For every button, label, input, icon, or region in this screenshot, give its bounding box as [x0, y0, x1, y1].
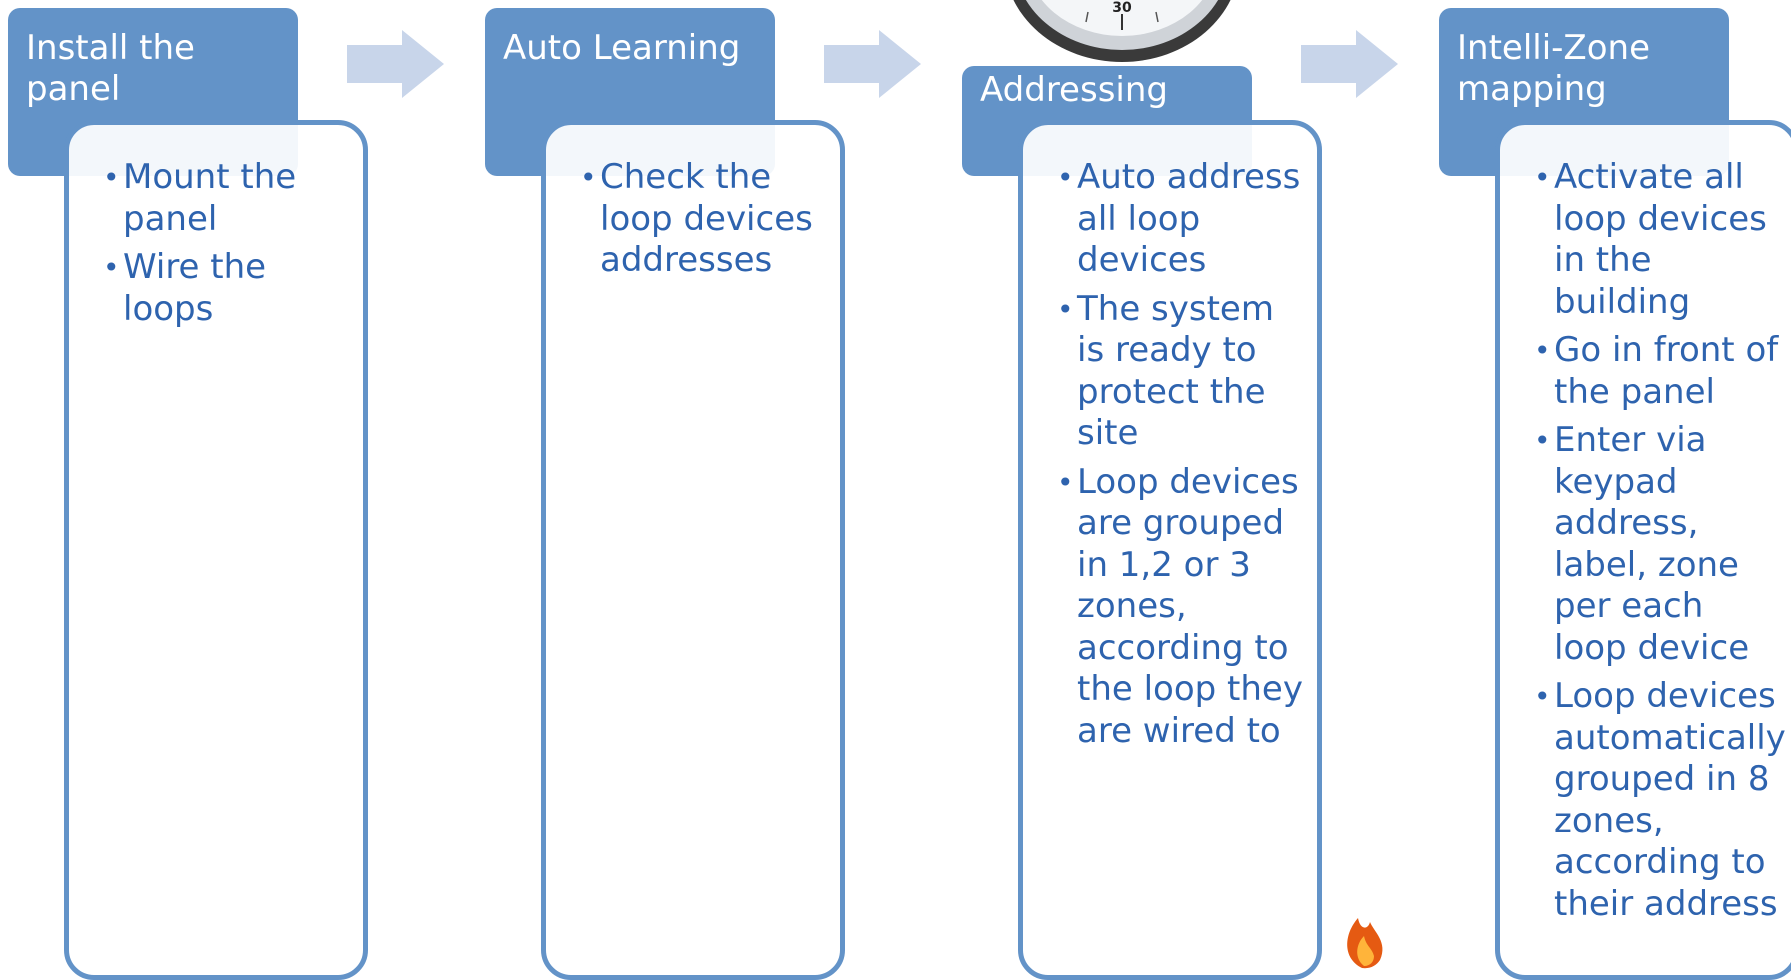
bullet-item: The system is ready to protect the site [1057, 289, 1307, 455]
bullet-item: Enter via keypad address, label, zone pe… [1534, 420, 1784, 669]
bullet-item: Loop devices automatically grouped in 8 … [1534, 676, 1786, 925]
bullet-item: Check the loop devices addresses [580, 157, 830, 282]
bullet-item: Go in front of the panel [1534, 330, 1784, 413]
right-arrow-icon [1301, 30, 1398, 98]
step-install-the-panel: Install the panel Mount the panel Wire t… [8, 0, 378, 980]
bullet-item: Activate all loop devices in the buildin… [1534, 157, 1784, 323]
stopwatch-dial-image: 30 [970, 0, 1235, 66]
step-addressing: Addressing Auto address all loop devices… [962, 0, 1332, 980]
right-arrow-icon [347, 30, 444, 98]
bullet-item: Auto address all loop devices [1057, 157, 1307, 282]
step-details-card: Check the loop devices addresses [541, 120, 845, 980]
step-details-card: Mount the panel Wire the loops [64, 120, 368, 980]
bullet-list: Auto address all loop devices The system… [1057, 157, 1307, 752]
bullet-list: Activate all loop devices in the buildin… [1534, 157, 1786, 925]
step-details-card: Auto address all loop devices The system… [1018, 120, 1322, 980]
bullet-list: Check the loop devices addresses [580, 157, 830, 282]
fireclass-logo [1340, 900, 1791, 969]
right-arrow-icon [824, 30, 921, 98]
dial-number: 30 [1112, 0, 1132, 16]
step-details-card: Activate all loop devices in the buildin… [1495, 120, 1791, 980]
step-auto-learning: Auto Learning Check the loop devices add… [485, 0, 855, 980]
bullet-item: Loop devices are grouped in 1,2 or 3 zon… [1057, 462, 1307, 753]
step-intelli-zone-mapping: Intelli-Zone mapping Activate all loop d… [1439, 0, 1791, 980]
bullet-item: Wire the loops [103, 247, 353, 330]
bullet-list: Mount the panel Wire the loops [103, 157, 353, 330]
bullet-item: Mount the panel [103, 157, 353, 240]
